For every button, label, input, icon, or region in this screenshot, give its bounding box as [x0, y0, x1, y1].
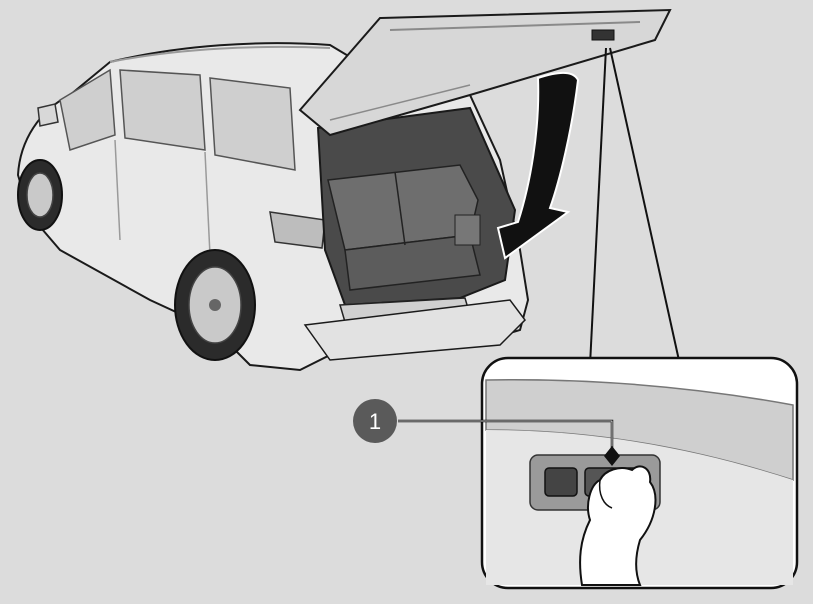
minivan-illustration — [16, 8, 672, 372]
side-mirror — [37, 103, 59, 127]
rear-wheel — [174, 249, 256, 361]
tail-lamp — [269, 211, 326, 249]
detail-inset — [480, 356, 799, 590]
rear-bumper — [303, 299, 526, 361]
hand-pressing-icon — [579, 465, 657, 586]
zoom-line-left — [589, 47, 607, 366]
side-window-middle — [119, 69, 206, 151]
callout-1: 1 — [353, 399, 620, 466]
curved-arrow-down-icon — [496, 72, 580, 260]
front-wheel — [17, 159, 63, 231]
tailgate-close-switch — [591, 29, 615, 41]
callout-number: 1 — [369, 409, 381, 434]
side-window-front — [59, 68, 116, 151]
callout-badge — [353, 399, 397, 443]
zoom-line-right — [609, 47, 681, 366]
callout-pointer-diamond — [604, 446, 620, 466]
tailgate-close-switch-icon — [544, 467, 578, 497]
side-window-rear — [209, 77, 296, 171]
